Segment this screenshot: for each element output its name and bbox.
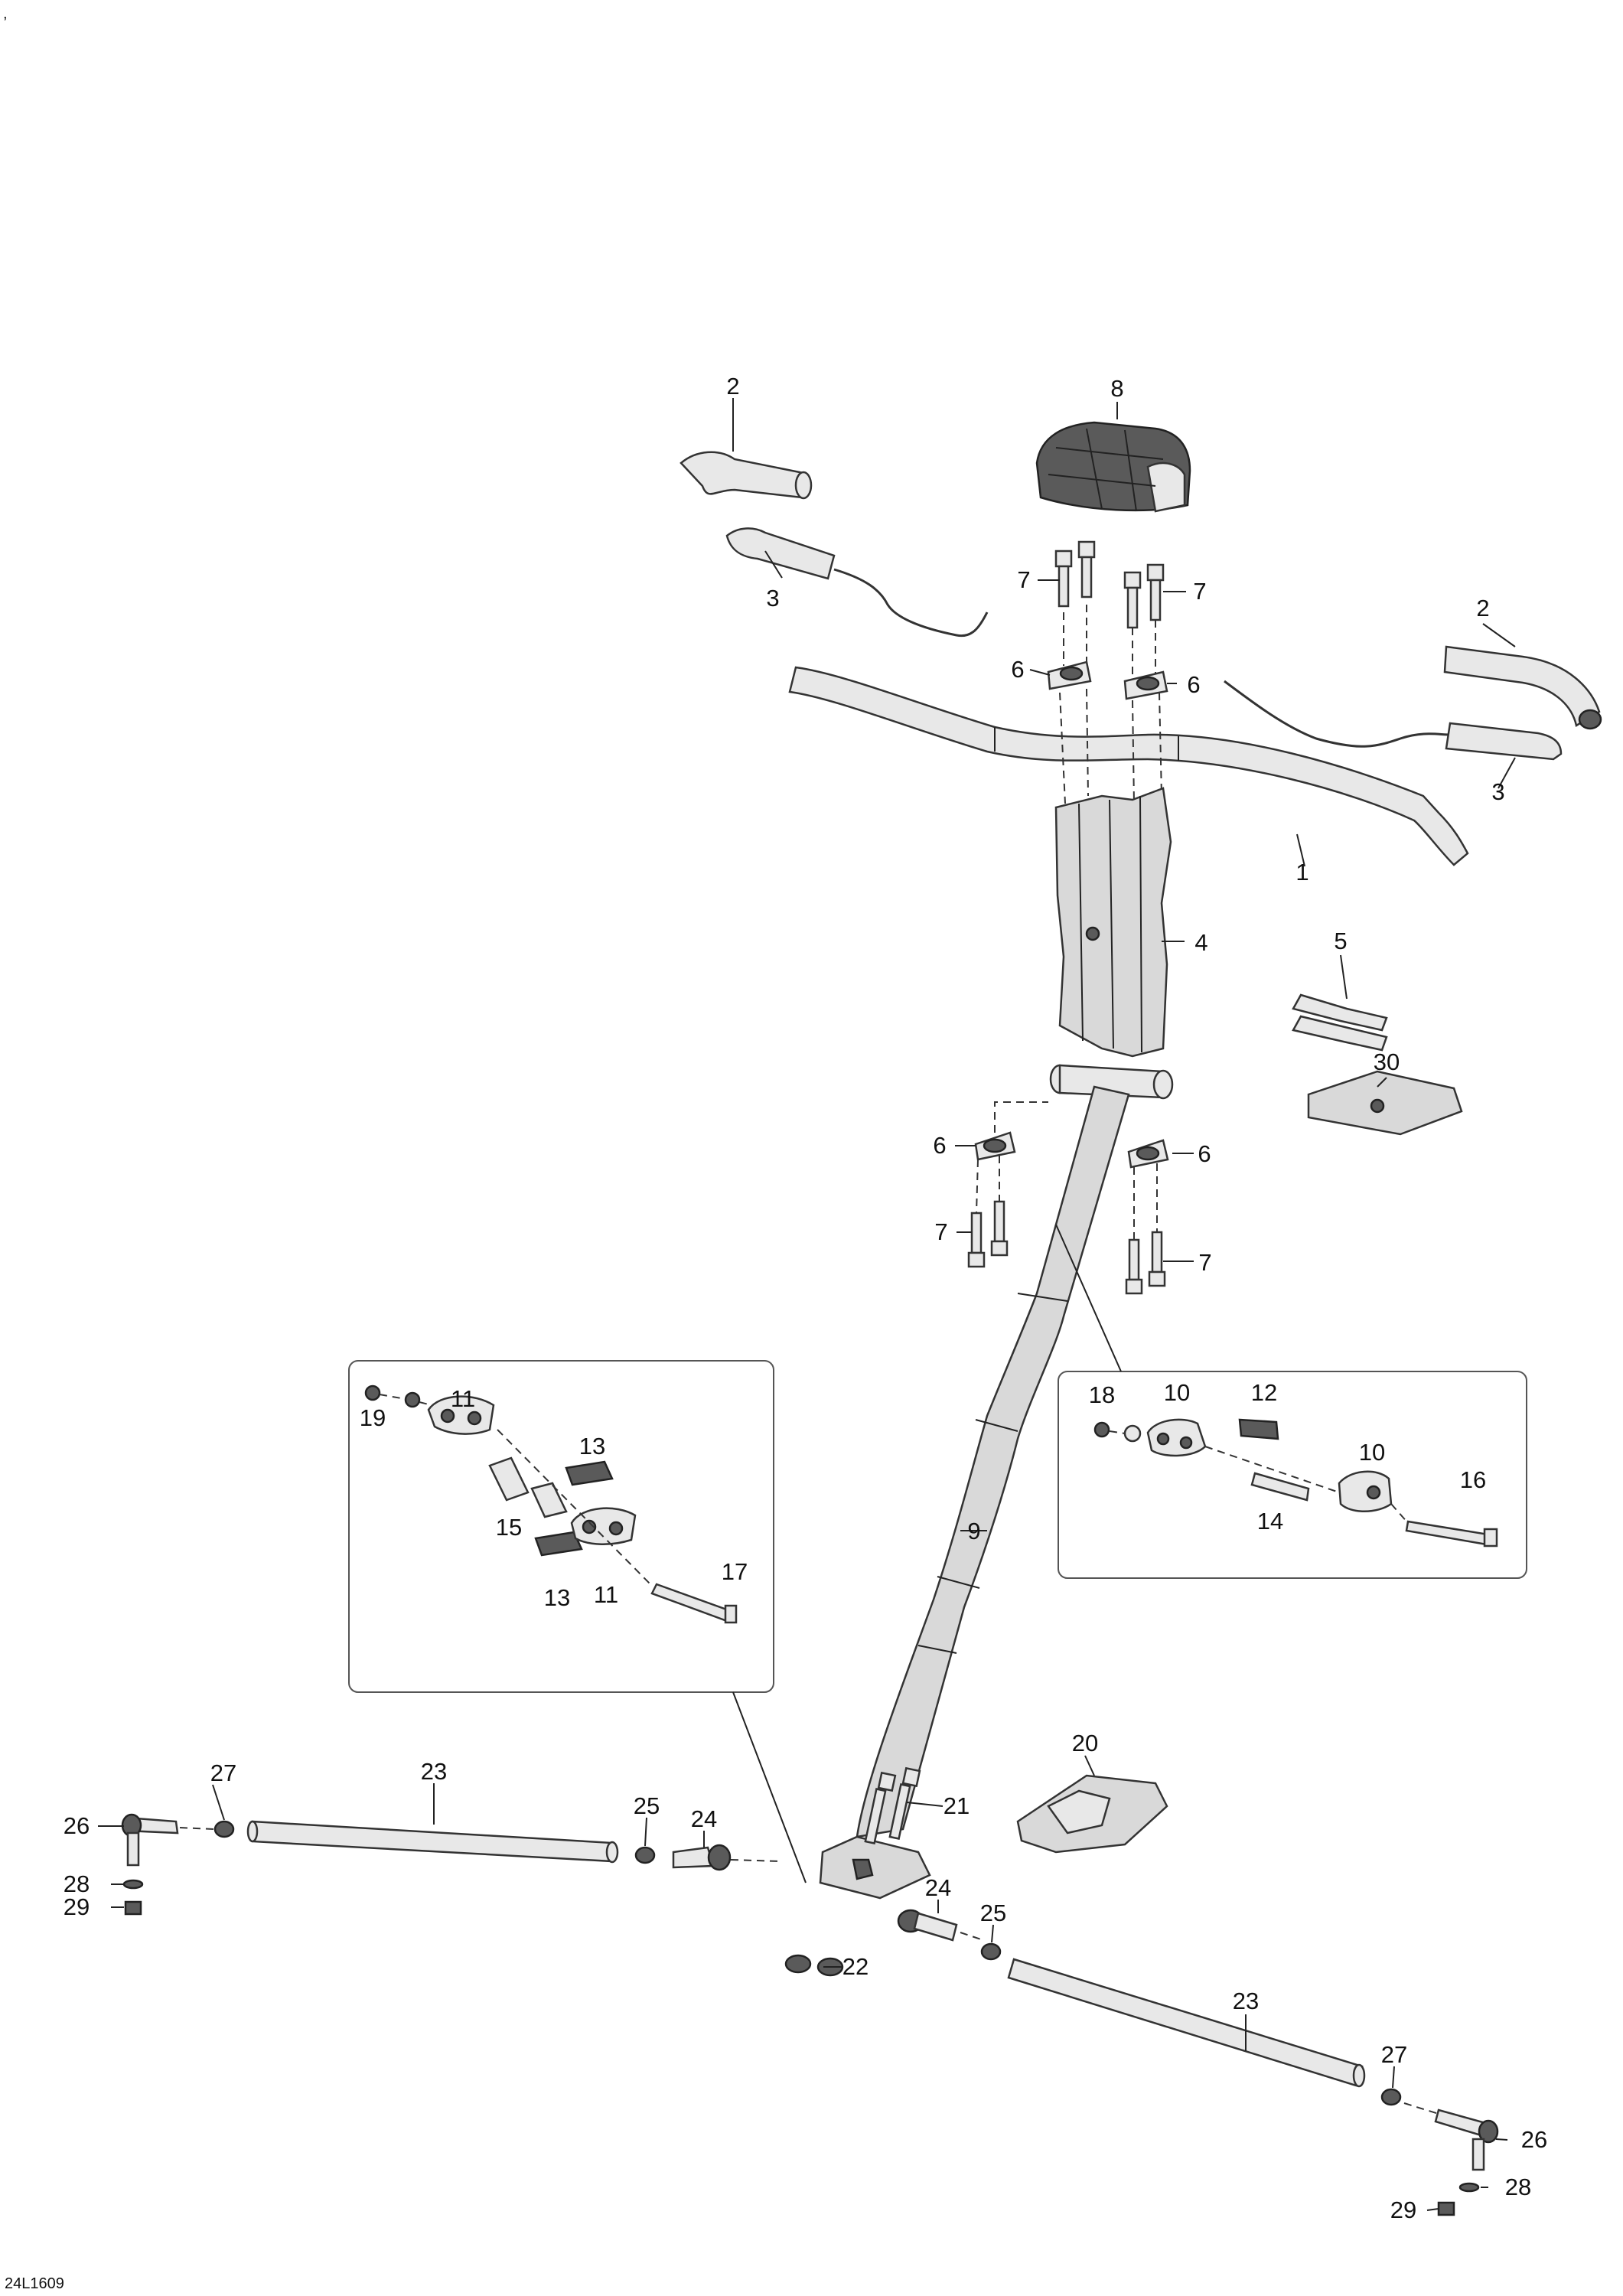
callout-bushing-half-b: 10 [1359, 1439, 1385, 1466]
callout-jam-nut-left: 25 [634, 1792, 660, 1819]
inset-box-right [1058, 1371, 1527, 1579]
callout-washer-right: 28 [1505, 2174, 1531, 2200]
callout-sleeve-right: 14 [1257, 1508, 1283, 1534]
nuts-22 [784, 1954, 844, 1977]
callout-lock-nut-right: 29 [1390, 2197, 1416, 2223]
callout-bushing-half-a: 10 [1164, 1379, 1190, 1406]
callout-nut-left: 19 [360, 1404, 386, 1431]
callout-screw-ul: 7 [1017, 566, 1030, 593]
ball-joint-right [897, 1909, 984, 1942]
jam-nut-27-right [1380, 2088, 1402, 2106]
tie-rod-left [246, 1820, 619, 1864]
callout-tie-rod-right: 23 [1233, 1988, 1259, 2014]
inset-left-parts [364, 1384, 738, 1624]
clamps-lower [974, 1131, 1169, 1169]
callout-grip-left: 2 [726, 373, 739, 400]
jam-nut-left [634, 1846, 656, 1864]
callout-heated-grip-right: 3 [1491, 778, 1504, 805]
callout-nut-22: 22 [842, 1953, 869, 1980]
callout-clamp-lr: 6 [1198, 1140, 1211, 1167]
pad [1035, 421, 1191, 513]
screws-21 [864, 1766, 921, 1844]
callout-nut-right: 18 [1089, 1381, 1115, 1408]
callout-clamp-ll: 6 [933, 1132, 946, 1159]
callout-ball-joint-left: 24 [691, 1805, 717, 1832]
callout-bolt-left: 17 [722, 1558, 748, 1585]
callout-ring-right: 12 [1251, 1379, 1277, 1406]
handlebar [788, 666, 1469, 866]
callout-screw-21: 21 [943, 1792, 970, 1819]
inset-box-left [348, 1360, 774, 1693]
callout-tie-rod-left: 23 [421, 1758, 447, 1785]
leader-lines [98, 398, 1516, 2211]
lock-nut-right [1437, 2201, 1455, 2216]
callout-jam-nut-27-left: 27 [210, 1760, 236, 1786]
washer-right [1458, 2182, 1480, 2193]
callout-bushing-half-d: 11 [594, 1581, 618, 1608]
ball-joint-left [672, 1844, 781, 1871]
callout-pad: 8 [1110, 375, 1123, 402]
cover [1016, 1774, 1168, 1854]
grip-left [680, 451, 813, 500]
plate [1307, 1070, 1463, 1136]
clip [1292, 993, 1388, 1052]
callout-steering-column: 9 [967, 1518, 980, 1544]
callout-bushing-half-c: 11 [451, 1385, 475, 1412]
callout-lock-nut-left: 29 [64, 1893, 90, 1920]
inset-box-right-leader [1055, 1224, 1122, 1372]
clamps-upper [1047, 660, 1168, 700]
jam-nut-right [980, 1942, 1002, 1961]
callout-heated-grip-left: 3 [766, 585, 779, 612]
steering-column [819, 1064, 1174, 1900]
callout-jam-nut-right: 25 [980, 1900, 1006, 1926]
washer-left [122, 1879, 144, 1890]
riser [1054, 787, 1172, 1058]
callout-clip: 5 [1334, 928, 1347, 954]
callout-ball-joint-right: 24 [925, 1874, 951, 1901]
inset-right-parts [1093, 1418, 1498, 1548]
jam-nut-27-left [213, 1820, 235, 1838]
inset-box-left-leader [732, 1691, 807, 1883]
corner-mark: , [3, 5, 8, 22]
callout-grip-right: 2 [1476, 595, 1489, 621]
callout-clamp-ur: 6 [1187, 671, 1200, 698]
callout-riser: 4 [1194, 929, 1207, 956]
rod-end-right [1403, 2102, 1499, 2171]
rod-end-left [121, 1813, 215, 1867]
screws-upper [1054, 540, 1165, 629]
callout-washer-left: 28 [64, 1870, 90, 1897]
callout-handlebar: 1 [1295, 859, 1309, 885]
callout-screw-ur: 7 [1193, 578, 1206, 605]
alignment-lines-upper [1059, 605, 1162, 804]
callout-cover: 20 [1072, 1730, 1098, 1756]
alignment-lines-lower [976, 1101, 1158, 1240]
callout-screw-lr: 7 [1198, 1249, 1211, 1276]
drawing-code: 24L1609 [5, 2275, 64, 2292]
lock-nut-left [124, 1900, 142, 1916]
callout-ring-left-a: 13 [579, 1433, 605, 1459]
callout-sleeve-left: 15 [496, 1514, 522, 1541]
grip-right [1443, 645, 1602, 730]
callout-clamp-ul: 6 [1011, 656, 1024, 683]
heated-grip-left [725, 527, 989, 638]
tie-rod-right [1007, 1958, 1366, 2088]
callout-jam-nut-27-right: 27 [1381, 2041, 1407, 2068]
callout-screw-ll: 7 [934, 1218, 947, 1245]
callout-labels: 1 2 2 3 3 4 5 6 6 6 6 7 7 7 7 8 9 10 10 … [64, 373, 1547, 2223]
heated-grip-right [1224, 680, 1563, 761]
callout-rod-end-left: 26 [64, 1812, 90, 1839]
callout-bolt-right: 16 [1460, 1466, 1486, 1493]
callout-rod-end-right: 26 [1521, 2126, 1547, 2153]
callout-plate: 30 [1374, 1049, 1400, 1075]
callout-ring-left-b: 13 [544, 1584, 570, 1611]
